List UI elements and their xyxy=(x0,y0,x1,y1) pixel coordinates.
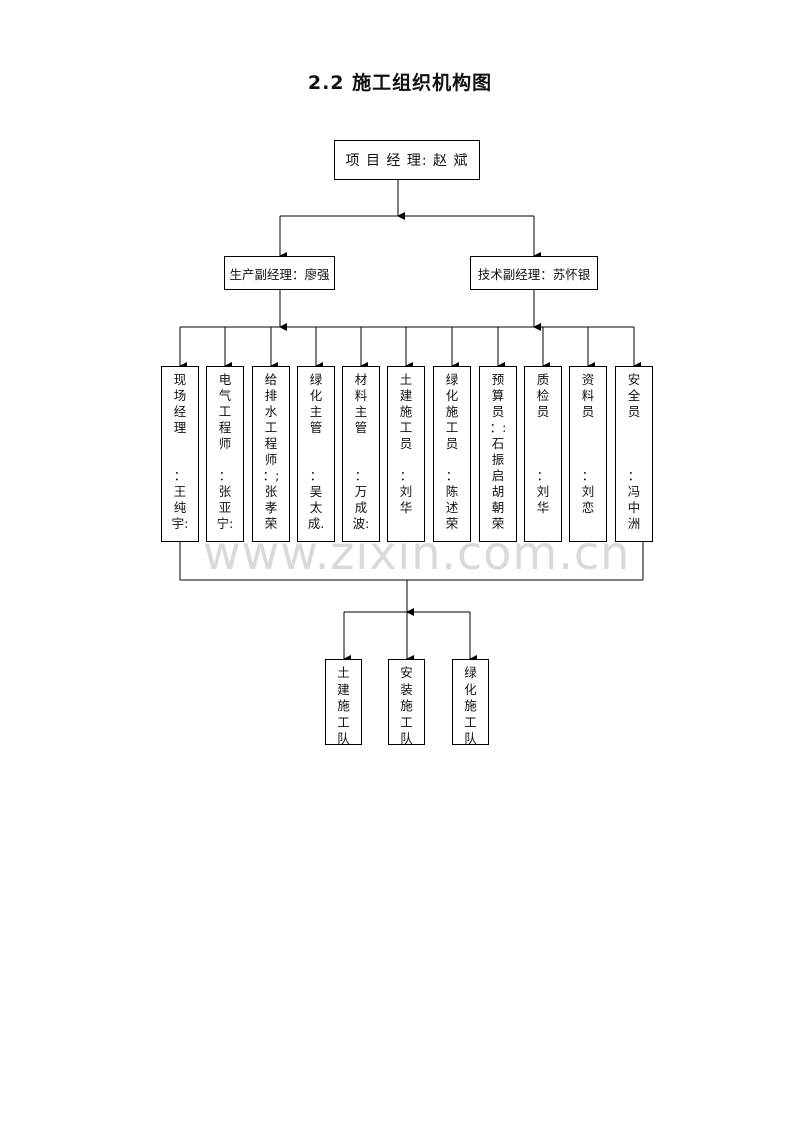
role-greening-technician: 绿 化 施 工 员 ： 陈 述 荣 xyxy=(433,366,471,542)
production-deputy-box: 生产副经理：廖强 xyxy=(224,256,335,290)
role-materials-supervisor: 材 料 主 管 ： 万 成 波: xyxy=(342,366,380,542)
team-installation: 安 装 施 工 队 xyxy=(388,659,425,746)
role-electrical-engineer: 电 气 工 程 师 ： 张 亚 宁: xyxy=(206,366,244,542)
role-plumbing-engineer: 给 排 水 工 程 师 ：; 张 孝 荣 xyxy=(252,366,290,542)
technical-deputy-label: 技术副经理：苏怀银 xyxy=(477,266,591,282)
role-documentation-officer: 资 料 员 ： 刘 恋 xyxy=(569,366,607,542)
role-budget-officer: 预 算 员 ：: 石 振 启 胡 朝 荣 xyxy=(479,366,517,542)
project-manager-box: 项 目 经 理: 赵 斌 xyxy=(334,140,480,180)
page-title: 2.2 施工组织机构图 xyxy=(307,72,493,94)
role-greening-supervisor: 绿 化 主 管 ： 吴 太 成. xyxy=(297,366,335,542)
role-safety-officer: 安 全 员 ： 冯 中 洲 xyxy=(615,366,653,542)
team-greening: 绿 化 施 工 队 xyxy=(452,659,489,746)
role-civil-technician: 土 建 施 工 员 ： 刘 华 xyxy=(387,366,425,542)
role-quality-inspector: 质 检 员 ： 刘 华 xyxy=(524,366,562,542)
role-site-manager: 现 场 经 理 ： 王 纯 宇: xyxy=(161,366,199,542)
project-manager-label: 项 目 经 理: 赵 斌 xyxy=(345,153,469,169)
technical-deputy-box: 技术副经理：苏怀银 xyxy=(470,256,598,290)
team-civil-construction: 土 建 施 工 队 xyxy=(325,659,362,746)
production-deputy-label: 生产副经理：廖强 xyxy=(229,266,330,282)
